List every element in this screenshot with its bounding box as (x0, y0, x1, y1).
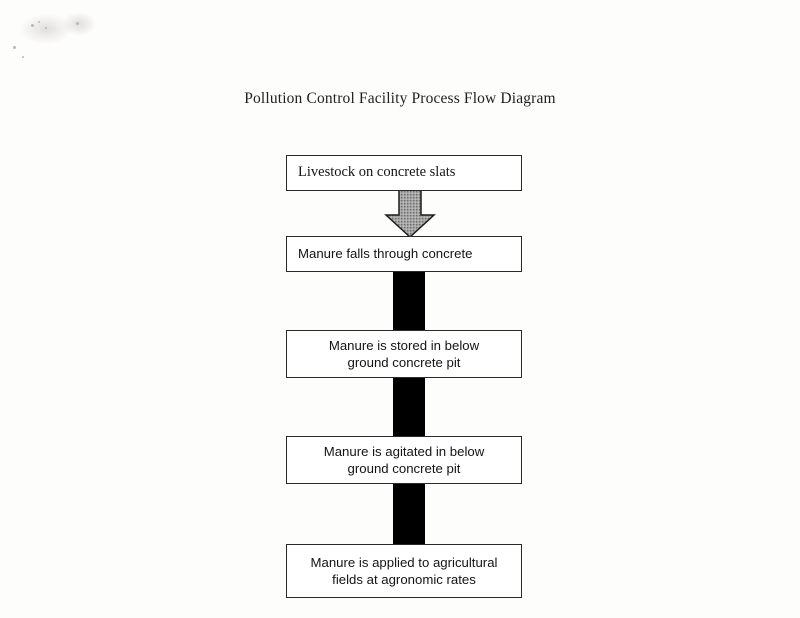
scan-speck (76, 22, 79, 25)
scan-smudge (20, 14, 72, 44)
process-box-label-line: Manure is stored in below (328, 337, 480, 353)
process-box-manure-falls-through-concrete: Manure falls through concrete (286, 236, 522, 272)
process-box-manure-agitated-in-pit: Manure is agitated in below ground concr… (286, 436, 522, 484)
process-box-label: Manure is applied to agricultural fields… (287, 554, 521, 589)
scan-speck (22, 56, 24, 58)
flow-connector-block (393, 376, 425, 438)
flow-arrow-down-icon (383, 188, 437, 238)
scan-speck (38, 21, 41, 24)
process-box-label: Manure falls through concrete (298, 246, 473, 262)
scan-speck (45, 27, 48, 30)
scan-speck (31, 24, 34, 27)
process-box-label-line: ground concrete pit (347, 355, 461, 370)
process-box-livestock-on-concrete-slats: Livestock on concrete slats (286, 155, 522, 191)
flow-connector-block (393, 481, 425, 546)
process-box-label: Manure is agitated in below ground concr… (287, 443, 521, 478)
process-box-label-line: Manure is agitated in below (323, 443, 485, 459)
page-title: Pollution Control Facility Process Flow … (244, 90, 556, 107)
flow-connector-block (393, 269, 425, 332)
process-box-label: Livestock on concrete slats (298, 164, 456, 181)
process-box-label-line: fields at agronomic rates (332, 572, 476, 587)
process-box-label: Manure is stored in below ground concret… (287, 337, 521, 372)
process-box-label-line: Manure is applied to agricultural (310, 554, 498, 570)
process-box-manure-applied-to-fields: Manure is applied to agricultural fields… (286, 544, 522, 598)
scan-smudge (62, 12, 96, 36)
process-box-manure-stored-in-pit: Manure is stored in below ground concret… (286, 330, 522, 378)
scan-speck (13, 46, 17, 50)
process-box-label-line: ground concrete pit (347, 461, 461, 476)
